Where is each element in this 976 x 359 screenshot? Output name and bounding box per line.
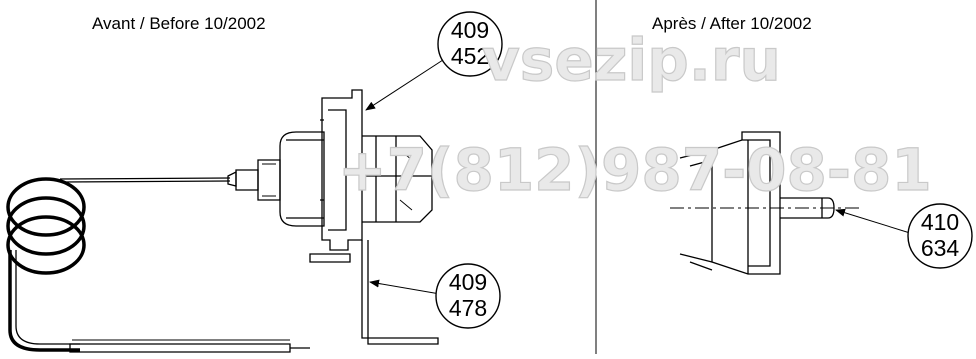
leader-arrow-409-452 [365, 57, 447, 111]
svg-text:634: 634 [921, 235, 960, 261]
part-after [670, 131, 860, 275]
leader-arrow-410-634 [835, 208, 911, 234]
callout-top-left: 409 452 [437, 11, 503, 77]
caption-before: Avant / Before 10/2002 [92, 14, 266, 33]
callout-bottom-left: 409 478 [435, 263, 501, 329]
leader-arrow-409-478 [369, 279, 441, 295]
svg-text:410: 410 [921, 209, 959, 235]
watermark-phone: +7(812)987-08-81 [338, 136, 932, 204]
caption-after: Après / After 10/2002 [652, 14, 812, 33]
callout-right: 410 634 [907, 203, 973, 269]
svg-text:409: 409 [449, 269, 487, 295]
watermark-site: vsezip.ru [482, 26, 781, 94]
thermostat-before [6, 89, 439, 353]
svg-text:409: 409 [451, 17, 489, 43]
svg-text:452: 452 [451, 43, 489, 69]
sensing-bulb [69, 339, 310, 353]
capillary-coil [6, 177, 231, 352]
svg-text:478: 478 [449, 295, 487, 321]
bracket [361, 240, 439, 345]
